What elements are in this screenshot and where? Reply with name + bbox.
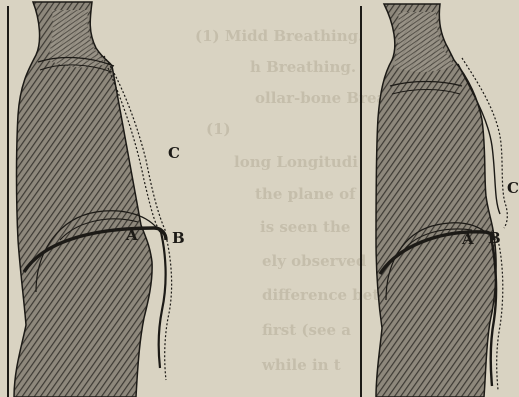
ghost-line: is seen the bbox=[260, 218, 350, 236]
right-label-a: A bbox=[461, 230, 474, 248]
ghost-line: (1) Midd Breathing. bbox=[195, 27, 363, 45]
right-label-c: C bbox=[507, 179, 519, 197]
ghost-line: while in t bbox=[261, 356, 341, 374]
left-label-a: A bbox=[125, 226, 138, 244]
right-label-b: B bbox=[488, 229, 501, 247]
ghost-line: h Breathing. bbox=[250, 58, 356, 76]
left-curve-b-solid bbox=[159, 228, 166, 368]
ghost-line: first (see a bbox=[262, 321, 351, 339]
ghost-line: long Longitudi bbox=[234, 153, 358, 171]
left-label-c: C bbox=[168, 144, 180, 162]
left-panel: C A B bbox=[8, 2, 185, 397]
ghost-line: the plane of bbox=[255, 185, 357, 203]
ghost-line: ely observed bbox=[262, 252, 367, 270]
left-label-b: B bbox=[172, 229, 185, 247]
left-throat-shading bbox=[48, 10, 106, 67]
ghost-line: (1) bbox=[206, 120, 231, 138]
right-curve-b-dotted bbox=[497, 240, 503, 390]
right-panel: C A B bbox=[361, 4, 519, 397]
